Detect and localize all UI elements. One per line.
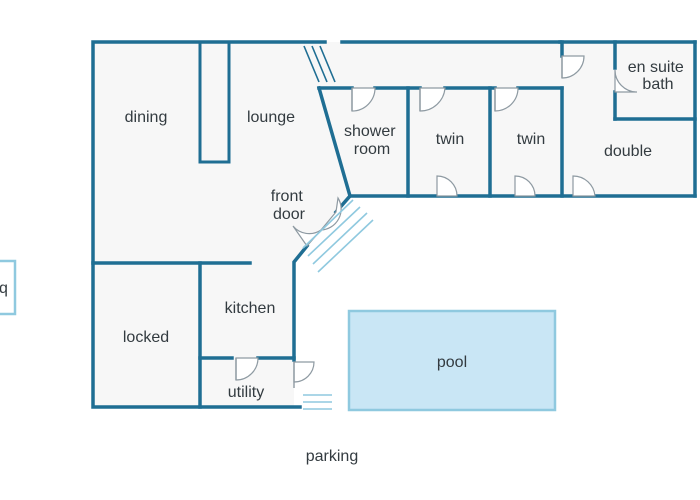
label-pool: pool [437, 354, 467, 371]
label-kitchen: kitchen [225, 300, 276, 317]
label-twin-2: twin [517, 131, 545, 148]
label-bbq: q [0, 280, 8, 297]
door-double-bottom [572, 175, 596, 197]
door-twin-1-bottom [436, 175, 458, 197]
label-front-door: front door [271, 188, 307, 223]
label-shower-room: shower room [344, 123, 400, 158]
door-twin-2-top [494, 87, 519, 112]
label-double: double [604, 143, 652, 160]
floor-area [93, 42, 695, 407]
interior-walls [91, 40, 697, 409]
door-twin-1-top [419, 87, 446, 112]
door-en-suite [614, 69, 638, 93]
label-en-suite-bath: en suite bath [628, 59, 689, 93]
door-utility-outer [293, 361, 315, 383]
pool [347, 309, 557, 412]
glass-doors [302, 45, 374, 410]
label-lounge: lounge [247, 109, 295, 126]
label-locked: locked [123, 329, 169, 346]
label-twin-1: twin [436, 131, 464, 148]
label-dining: dining [125, 109, 168, 126]
label-utility: utility [228, 384, 264, 401]
door-twin-2-bottom [514, 175, 536, 197]
label-parking: parking [306, 448, 358, 465]
doors [235, 55, 638, 388]
bbq-box [0, 259, 17, 316]
room-labels: dining lounge shower room twin twin en s… [0, 59, 689, 465]
door-shower-room [351, 87, 376, 112]
